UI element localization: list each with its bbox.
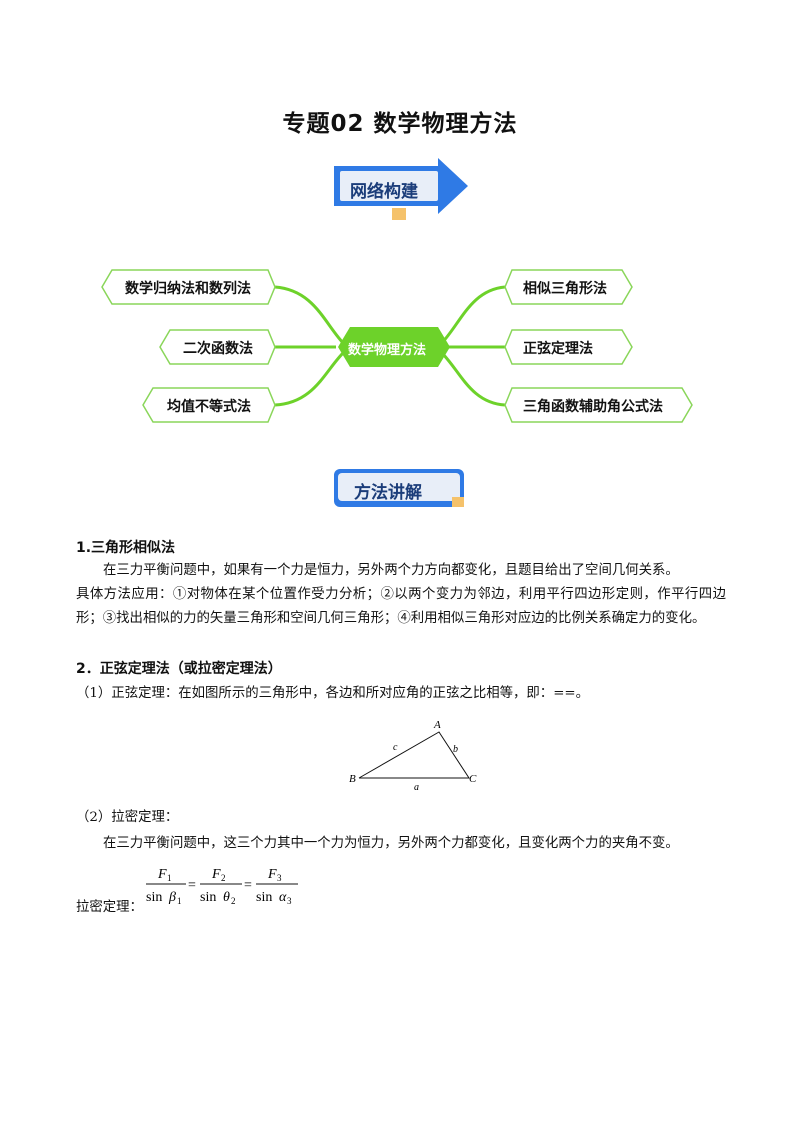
f3-greek: α: [279, 890, 287, 905]
section-heading: 2．正弦定理法（或拉密定理法）: [76, 661, 282, 677]
mindmap-right-item: 三角函数辅助角公式法: [523, 399, 663, 415]
f2-sub: 2: [221, 873, 226, 883]
lami-formula: F 1 sin β 1 = F 2 sin θ 2 = F 3 sin α 3: [146, 867, 298, 906]
paragraph: 在三力平衡问题中，如果有一个力是恒力，另外两个力方向都变化，且题目给出了空间几何…: [103, 563, 679, 578]
mindmap-right-item: 相似三角形法: [523, 281, 607, 297]
paragraph: 在三力平衡问题中，这三个力其中一个力为恒力，另外两个力都变化，且变化两个力的夹角…: [103, 836, 679, 851]
f3-sub: 3: [277, 873, 282, 883]
f2-greek: θ: [223, 890, 230, 905]
f3-gsub: 3: [287, 896, 292, 906]
mindmap-left-item: 数学归纳法和数列法: [125, 281, 251, 297]
mindmap-right-item: 正弦定理法: [523, 341, 593, 357]
method-banner: [334, 469, 464, 507]
section-heading: 1.三角形相似法: [76, 540, 176, 556]
mindmap-left-item: 均值不等式法: [167, 399, 251, 415]
network-banner-label: 网络构建: [350, 182, 418, 202]
mindmap-center: 数学物理方法: [348, 343, 427, 358]
eq-2: =: [244, 878, 252, 893]
f2-gsub: 2: [231, 896, 236, 906]
f1-greek: β: [168, 890, 176, 905]
f1-gsub: 1: [177, 896, 182, 906]
f2-num: F: [211, 867, 221, 882]
vertex-a: A: [433, 719, 441, 731]
vertex-b: B: [349, 773, 356, 785]
paragraph: （2）拉密定理：: [76, 810, 179, 825]
f3-num: F: [267, 867, 277, 882]
side-b: b: [453, 744, 458, 755]
mindmap-left-item: 二次函数法: [183, 341, 253, 357]
f1-num: F: [157, 867, 167, 882]
side-a: a: [414, 782, 419, 793]
page-title: 专题02 数学物理方法: [282, 111, 518, 137]
formula-label: 拉密定理：: [76, 900, 143, 915]
vertex-c: C: [469, 773, 477, 785]
triangle-figure: A B C c b a: [349, 719, 477, 793]
f1-sub: 1: [167, 873, 172, 883]
eq-1: =: [188, 878, 196, 893]
network-banner: [334, 158, 468, 220]
method-banner-label: 方法讲解: [354, 483, 422, 503]
paragraph: 具体方法应用：①对物体在某个位置作受力分析；②以两个变力为邻边，利用平行四边形定…: [76, 587, 726, 626]
f1-den: sin: [146, 890, 162, 905]
mindmap-connectors: [101, 269, 693, 423]
side-c: c: [393, 742, 398, 753]
paragraph: （1）正弦定理：在如图所示的三角形中，各边和所对应角的正弦之比相等，即：==。: [76, 686, 590, 701]
f3-den: sin: [256, 890, 272, 905]
f2-den: sin: [200, 890, 216, 905]
